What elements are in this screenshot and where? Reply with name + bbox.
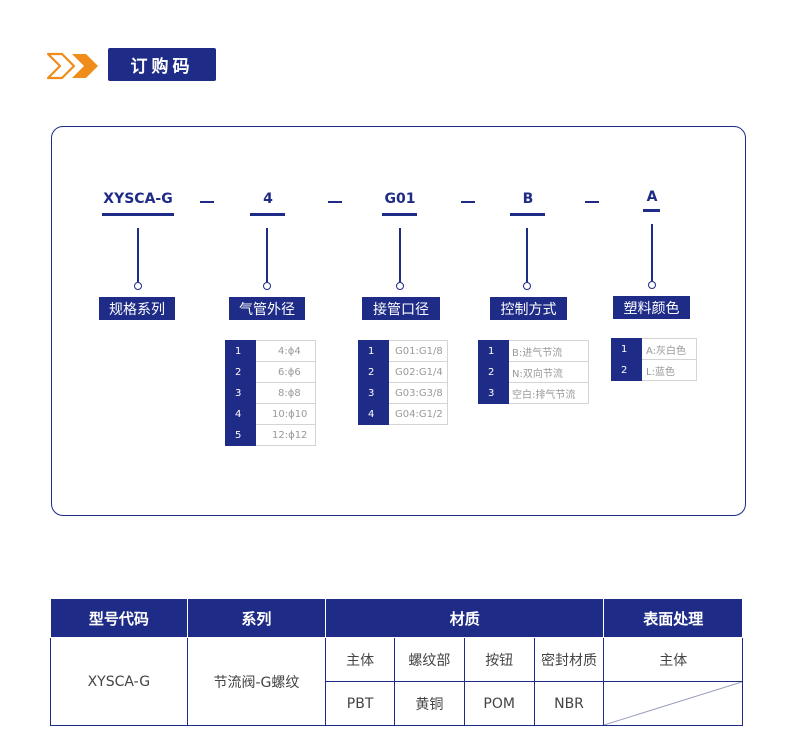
segment-underline <box>510 213 545 216</box>
option-value: N:双向节流 <box>508 361 589 383</box>
option-value: G02:G1/4 <box>388 361 448 383</box>
code-separator <box>461 201 475 203</box>
option-value: L:蓝色 <box>641 359 697 381</box>
material-value: POM <box>463 681 535 726</box>
option-value: B:进气节流 <box>508 340 589 362</box>
connector-dot <box>263 282 271 290</box>
option-number: 3 <box>225 382 256 404</box>
spec-row: PBT 黄铜 POM NBR <box>51 681 743 726</box>
code-separator <box>200 201 214 203</box>
series-value: 节流阀-G螺纹 <box>186 637 327 726</box>
option-value: G01:G1/8 <box>388 340 448 362</box>
material-part: 主体 <box>325 637 395 682</box>
material-part: 密封材质 <box>533 637 605 682</box>
option-number: 4 <box>358 403 389 425</box>
option-value: A:灰白色 <box>641 338 697 360</box>
code-separator <box>585 201 599 203</box>
material-value: NBR <box>533 681 605 726</box>
connector-line <box>399 228 401 282</box>
label-tube-diameter: 气管外径 <box>229 297 305 320</box>
double-chevron-icon <box>46 52 98 80</box>
header-surface-treatment: 表面处理 <box>603 598 743 638</box>
label-series: 规格系列 <box>99 297 175 320</box>
connector-line <box>137 228 139 282</box>
segment-underline <box>643 209 660 212</box>
spec-row: XYSCA-G 节流阀-G螺纹 主体 螺纹部 按钮 密封材质 主体 <box>50 637 743 726</box>
diagonal-slash <box>604 682 742 725</box>
material-part: 螺纹部 <box>394 637 465 682</box>
order-code-panel <box>51 126 746 516</box>
section-title: 订购码 <box>108 48 216 81</box>
segment-underline <box>102 213 174 216</box>
code-segment-tube: 4 <box>263 191 273 207</box>
option-value: 8:ϕ8 <box>255 382 316 404</box>
model-code-value: XYSCA-G <box>50 637 188 726</box>
connector-line <box>266 228 268 282</box>
label-port-size: 接管口径 <box>362 297 440 320</box>
option-number: 1 <box>478 340 509 362</box>
option-number: 1 <box>611 338 642 360</box>
label-control-mode: 控制方式 <box>490 297 567 320</box>
option-value: 6:ϕ6 <box>255 361 316 383</box>
connector-dot <box>648 281 656 289</box>
option-number: 3 <box>478 382 509 404</box>
code-segment-port: G01 <box>384 191 416 207</box>
connector-line <box>526 228 528 282</box>
label-plastic-color: 塑料颜色 <box>613 296 690 319</box>
material-part: 按钮 <box>463 637 535 682</box>
segment-underline <box>382 213 417 216</box>
spec-table: 型号代码 系列 材质 表面处理 XYSCA-G 节流阀-G螺纹 主体 螺纹部 按… <box>50 598 743 726</box>
option-value: 4:ϕ4 <box>255 340 316 362</box>
connector-dot <box>396 282 404 290</box>
material-value: PBT <box>325 681 395 726</box>
option-number: 5 <box>225 424 256 446</box>
code-segment-color: A <box>646 189 658 205</box>
surface-part: 主体 <box>603 637 743 682</box>
code-segment-series: XYSCA-G <box>103 191 173 207</box>
option-number: 1 <box>225 340 256 362</box>
connector-dot <box>523 282 531 290</box>
material-value: 黄铜 <box>394 681 465 726</box>
option-number: 4 <box>225 403 256 425</box>
code-separator <box>328 201 342 203</box>
surface-empty-cell <box>603 681 743 726</box>
option-number: 2 <box>225 361 256 383</box>
option-number: 3 <box>358 382 389 404</box>
connector-line <box>651 224 653 281</box>
option-value: 12:ϕ12 <box>255 424 316 446</box>
spec-header-row: 型号代码 系列 材质 表面处理 <box>50 598 743 638</box>
header-model-code: 型号代码 <box>50 598 188 638</box>
header-material: 材质 <box>325 598 605 638</box>
option-value: 10:ϕ10 <box>255 403 316 425</box>
option-number: 2 <box>478 361 509 383</box>
option-number: 2 <box>611 359 642 381</box>
option-value: G04:G1/2 <box>388 403 448 425</box>
option-number: 1 <box>358 340 389 362</box>
header-series: 系列 <box>186 598 327 638</box>
connector-dot <box>134 282 142 290</box>
segment-underline <box>250 213 285 216</box>
code-segment-control: B <box>522 191 534 207</box>
option-value: G03:G3/8 <box>388 382 448 404</box>
option-number: 2 <box>358 361 389 383</box>
option-value: 空白:排气节流 <box>508 382 589 404</box>
